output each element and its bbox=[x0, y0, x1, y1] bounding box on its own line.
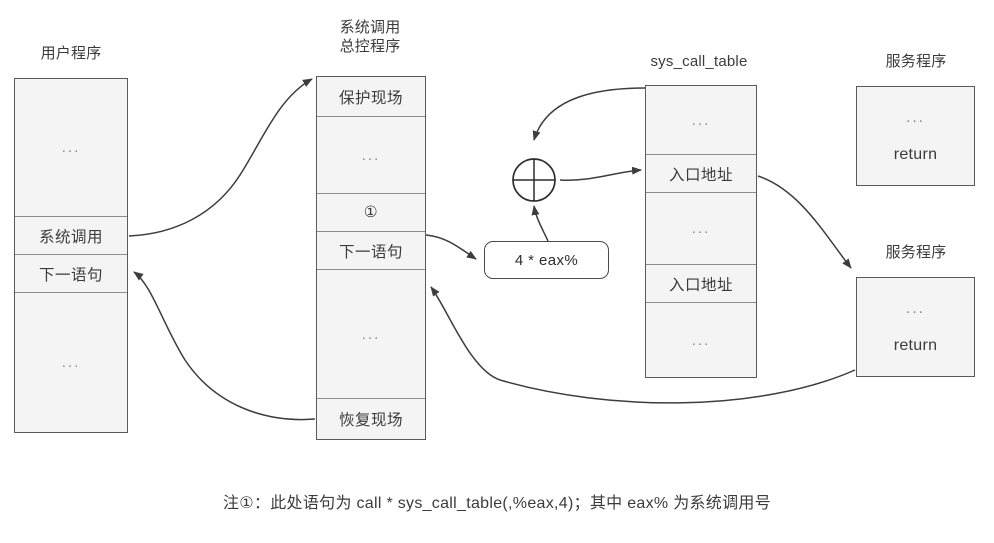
user-program-cell-syscall[interactable]: 系统调用 bbox=[15, 217, 127, 255]
arrow-offset-to-adder bbox=[531, 205, 549, 242]
title-service-routine-bottom: 服务程序 bbox=[885, 244, 947, 261]
adder-icon bbox=[512, 158, 556, 202]
arrow-adder-to-entry-address bbox=[559, 166, 642, 182]
arrow-dispatcher-to-offset bbox=[425, 234, 477, 260]
arrow-syscall-to-dispatcher bbox=[128, 78, 313, 237]
title-service-routine-top: 服务程序 bbox=[885, 53, 947, 70]
service-routine-top-ellipsis: ... bbox=[906, 109, 925, 126]
dispatcher-cell-save-context[interactable]: 保护现场 bbox=[317, 77, 425, 117]
sys-call-table-cell-ellipsis-3: ... bbox=[646, 303, 756, 377]
dispatcher-cell-ellipsis-upper: ... bbox=[317, 117, 425, 194]
sys-call-table-stack: ... 入口地址 ... 入口地址 ... bbox=[645, 85, 757, 378]
arrow-restore-to-next-statement bbox=[133, 271, 316, 421]
offset-expression-box[interactable]: 4 * eax% bbox=[484, 241, 609, 279]
arrow-table-base-to-adder bbox=[532, 87, 646, 141]
service-routine-top-return: return bbox=[893, 146, 938, 163]
dispatcher-cell-next-statement[interactable]: 下一语句 bbox=[317, 232, 425, 270]
sys-call-table-cell-entry-address-2[interactable]: 入口地址 bbox=[646, 265, 756, 303]
service-routine-bottom-box: ... return bbox=[856, 277, 975, 377]
user-program-cell-next-statement[interactable]: 下一语句 bbox=[15, 255, 127, 293]
arrow-entry-address-to-service-routine bbox=[757, 175, 852, 269]
arrow-service-return-to-dispatcher bbox=[430, 286, 856, 404]
service-routine-bottom-ellipsis: ... bbox=[906, 300, 925, 317]
title-syscall-dispatcher: 系统调用 总控程序 bbox=[339, 19, 401, 55]
title-sys-call-table: sys_call_table bbox=[650, 53, 748, 70]
dispatcher-cell-marker-one[interactable]: ① bbox=[317, 194, 425, 232]
syscall-dispatcher-stack: 保护现场 ... ① 下一语句 ... 恢复现场 bbox=[316, 76, 426, 440]
title-user-program: 用户程序 bbox=[40, 45, 102, 62]
user-program-stack: ... 系统调用 下一语句 ... bbox=[14, 78, 128, 433]
dispatcher-cell-restore-context[interactable]: 恢复现场 bbox=[317, 399, 425, 439]
diagram-caption: 注①：此处语句为 call * sys_call_table(,%eax,4)；… bbox=[223, 495, 771, 512]
service-routine-top-box: ... return bbox=[856, 86, 975, 186]
sys-call-table-cell-ellipsis-2: ... bbox=[646, 193, 756, 265]
sys-call-table-cell-ellipsis-1: ... bbox=[646, 86, 756, 155]
dispatcher-cell-ellipsis-lower: ... bbox=[317, 270, 425, 399]
sys-call-table-cell-entry-address-1[interactable]: 入口地址 bbox=[646, 155, 756, 193]
user-program-cell-top-ellipsis: ... bbox=[15, 79, 127, 217]
adder-node bbox=[511, 157, 557, 203]
service-routine-bottom-return: return bbox=[893, 337, 938, 354]
user-program-cell-bottom-ellipsis: ... bbox=[15, 293, 127, 432]
